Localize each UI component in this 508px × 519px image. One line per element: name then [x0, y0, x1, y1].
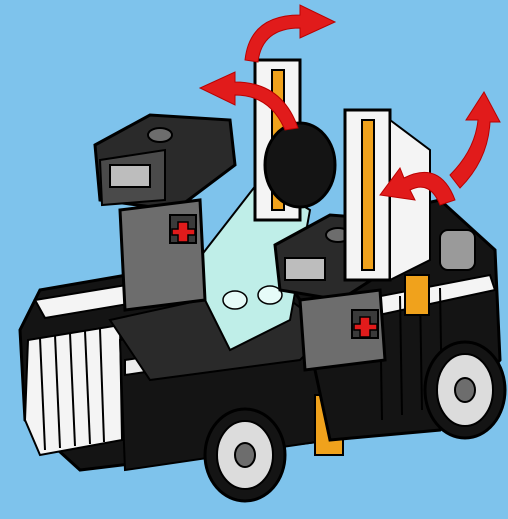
left-tower-label-plate [110, 165, 150, 187]
right-wheel [425, 342, 505, 438]
left-wheel [205, 409, 285, 501]
right-orange-connector [405, 275, 429, 315]
right-tower-label-plate [285, 258, 325, 280]
